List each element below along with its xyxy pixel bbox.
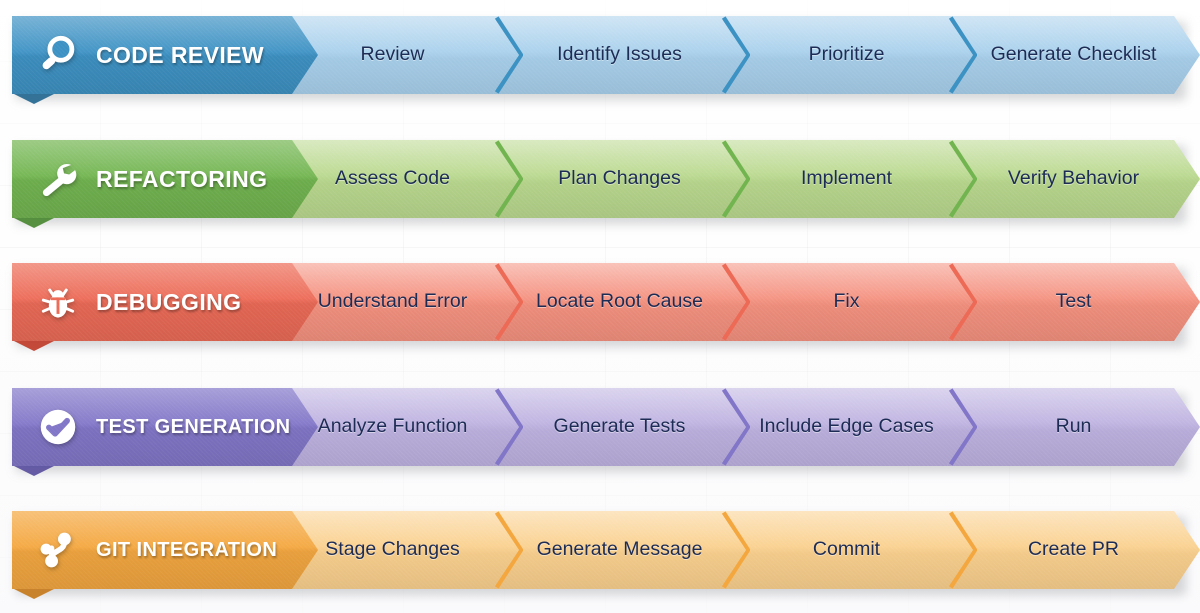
process-row-refactoring: REFACTORING Assess Code Plan Changes Imp… <box>12 140 1200 228</box>
step-label: Stage Changes <box>325 538 460 561</box>
process-row-debugging: DEBUGGING Understand Error Locate Root C… <box>12 263 1200 351</box>
step-item[interactable]: Run <box>947 388 1200 466</box>
process-bar: CODE REVIEW Review Identify Issues Prior… <box>12 16 1200 104</box>
step-label: Plan Changes <box>558 167 681 190</box>
row-header-label: GIT INTEGRATION <box>96 539 278 561</box>
process-bar: TEST GENERATION Analyze Function Generat… <box>12 388 1200 476</box>
step-item[interactable]: Generate Tests <box>493 388 746 466</box>
process-bar: REFACTORING Assess Code Plan Changes Imp… <box>12 140 1200 228</box>
step-label: Test <box>1055 290 1092 313</box>
step-label: Analyze Function <box>317 415 468 438</box>
step-label: Generate Checklist <box>990 43 1157 66</box>
row-header-refactoring[interactable]: REFACTORING <box>12 140 318 218</box>
step-item[interactable]: Create PR <box>947 511 1200 589</box>
step-item[interactable]: Commit <box>720 511 973 589</box>
row-header-label: TEST GENERATION <box>96 416 291 438</box>
process-row-git-integration: GIT INTEGRATION Stage Changes Generate M… <box>12 511 1200 599</box>
step-label: Understand Error <box>317 290 468 313</box>
step-label: Identify Issues <box>557 43 682 66</box>
step-label: Implement <box>800 167 893 190</box>
step-item[interactable]: Generate Message <box>493 511 746 589</box>
step-item[interactable]: Implement <box>720 140 973 218</box>
step-item[interactable]: Include Edge Cases <box>720 388 973 466</box>
step-label: Verify Behavior <box>1007 167 1140 190</box>
wrench-icon <box>34 155 82 203</box>
step-item[interactable]: Identify Issues <box>493 16 746 94</box>
step-label: Run <box>1055 415 1092 438</box>
step-list: Understand Error Locate Root Cause Fix T… <box>292 263 1200 341</box>
check-circle-icon <box>34 403 82 451</box>
process-row-code-review: CODE REVIEW Review Identify Issues Prior… <box>12 16 1200 104</box>
step-item[interactable]: Prioritize <box>720 16 973 94</box>
process-row-test-generation: TEST GENERATION Analyze Function Generat… <box>12 388 1200 476</box>
process-bar: GIT INTEGRATION Stage Changes Generate M… <box>12 511 1200 599</box>
step-label: Include Edge Cases <box>759 415 934 438</box>
row-header-git-integration[interactable]: GIT INTEGRATION <box>12 511 318 589</box>
bar-fold-corner <box>12 465 56 476</box>
step-label: Generate Tests <box>553 415 686 438</box>
step-list: Stage Changes Generate Message Commit Cr… <box>292 511 1200 589</box>
step-list: Review Identify Issues Prioritize Genera… <box>292 16 1200 94</box>
step-item[interactable]: Fix <box>720 263 973 341</box>
bar-fold-corner <box>12 588 56 599</box>
step-list: Analyze Function Generate Tests Include … <box>292 388 1200 466</box>
row-header-label: CODE REVIEW <box>96 41 264 68</box>
step-item[interactable]: Generate Checklist <box>947 16 1200 94</box>
step-label: Commit <box>812 538 881 561</box>
step-label: Assess Code <box>335 167 450 190</box>
bar-fold-corner <box>12 93 56 104</box>
magnifier-icon <box>34 31 82 79</box>
row-header-test-generation[interactable]: TEST GENERATION <box>12 388 318 466</box>
bar-fold-corner <box>12 340 56 351</box>
process-bar: DEBUGGING Understand Error Locate Root C… <box>12 263 1200 351</box>
step-list: Assess Code Plan Changes Implement Verif… <box>292 140 1200 218</box>
bar-fold-corner <box>12 217 56 228</box>
step-label: Locate Root Cause <box>536 290 703 313</box>
step-label: Review <box>360 43 425 66</box>
row-header-debugging[interactable]: DEBUGGING <box>12 263 318 341</box>
step-item[interactable]: Plan Changes <box>493 140 746 218</box>
git-branch-icon <box>34 526 82 574</box>
step-item[interactable]: Locate Root Cause <box>493 263 746 341</box>
step-item[interactable]: Verify Behavior <box>947 140 1200 218</box>
row-header-code-review[interactable]: CODE REVIEW <box>12 16 318 94</box>
row-header-label: DEBUGGING <box>96 288 242 315</box>
bug-icon <box>34 278 82 326</box>
step-label: Generate Message <box>536 538 703 561</box>
step-label: Fix <box>833 290 860 313</box>
row-header-label: REFACTORING <box>96 165 268 192</box>
step-label: Create PR <box>1027 538 1120 561</box>
step-label: Prioritize <box>808 43 885 66</box>
step-item[interactable]: Test <box>947 263 1200 341</box>
